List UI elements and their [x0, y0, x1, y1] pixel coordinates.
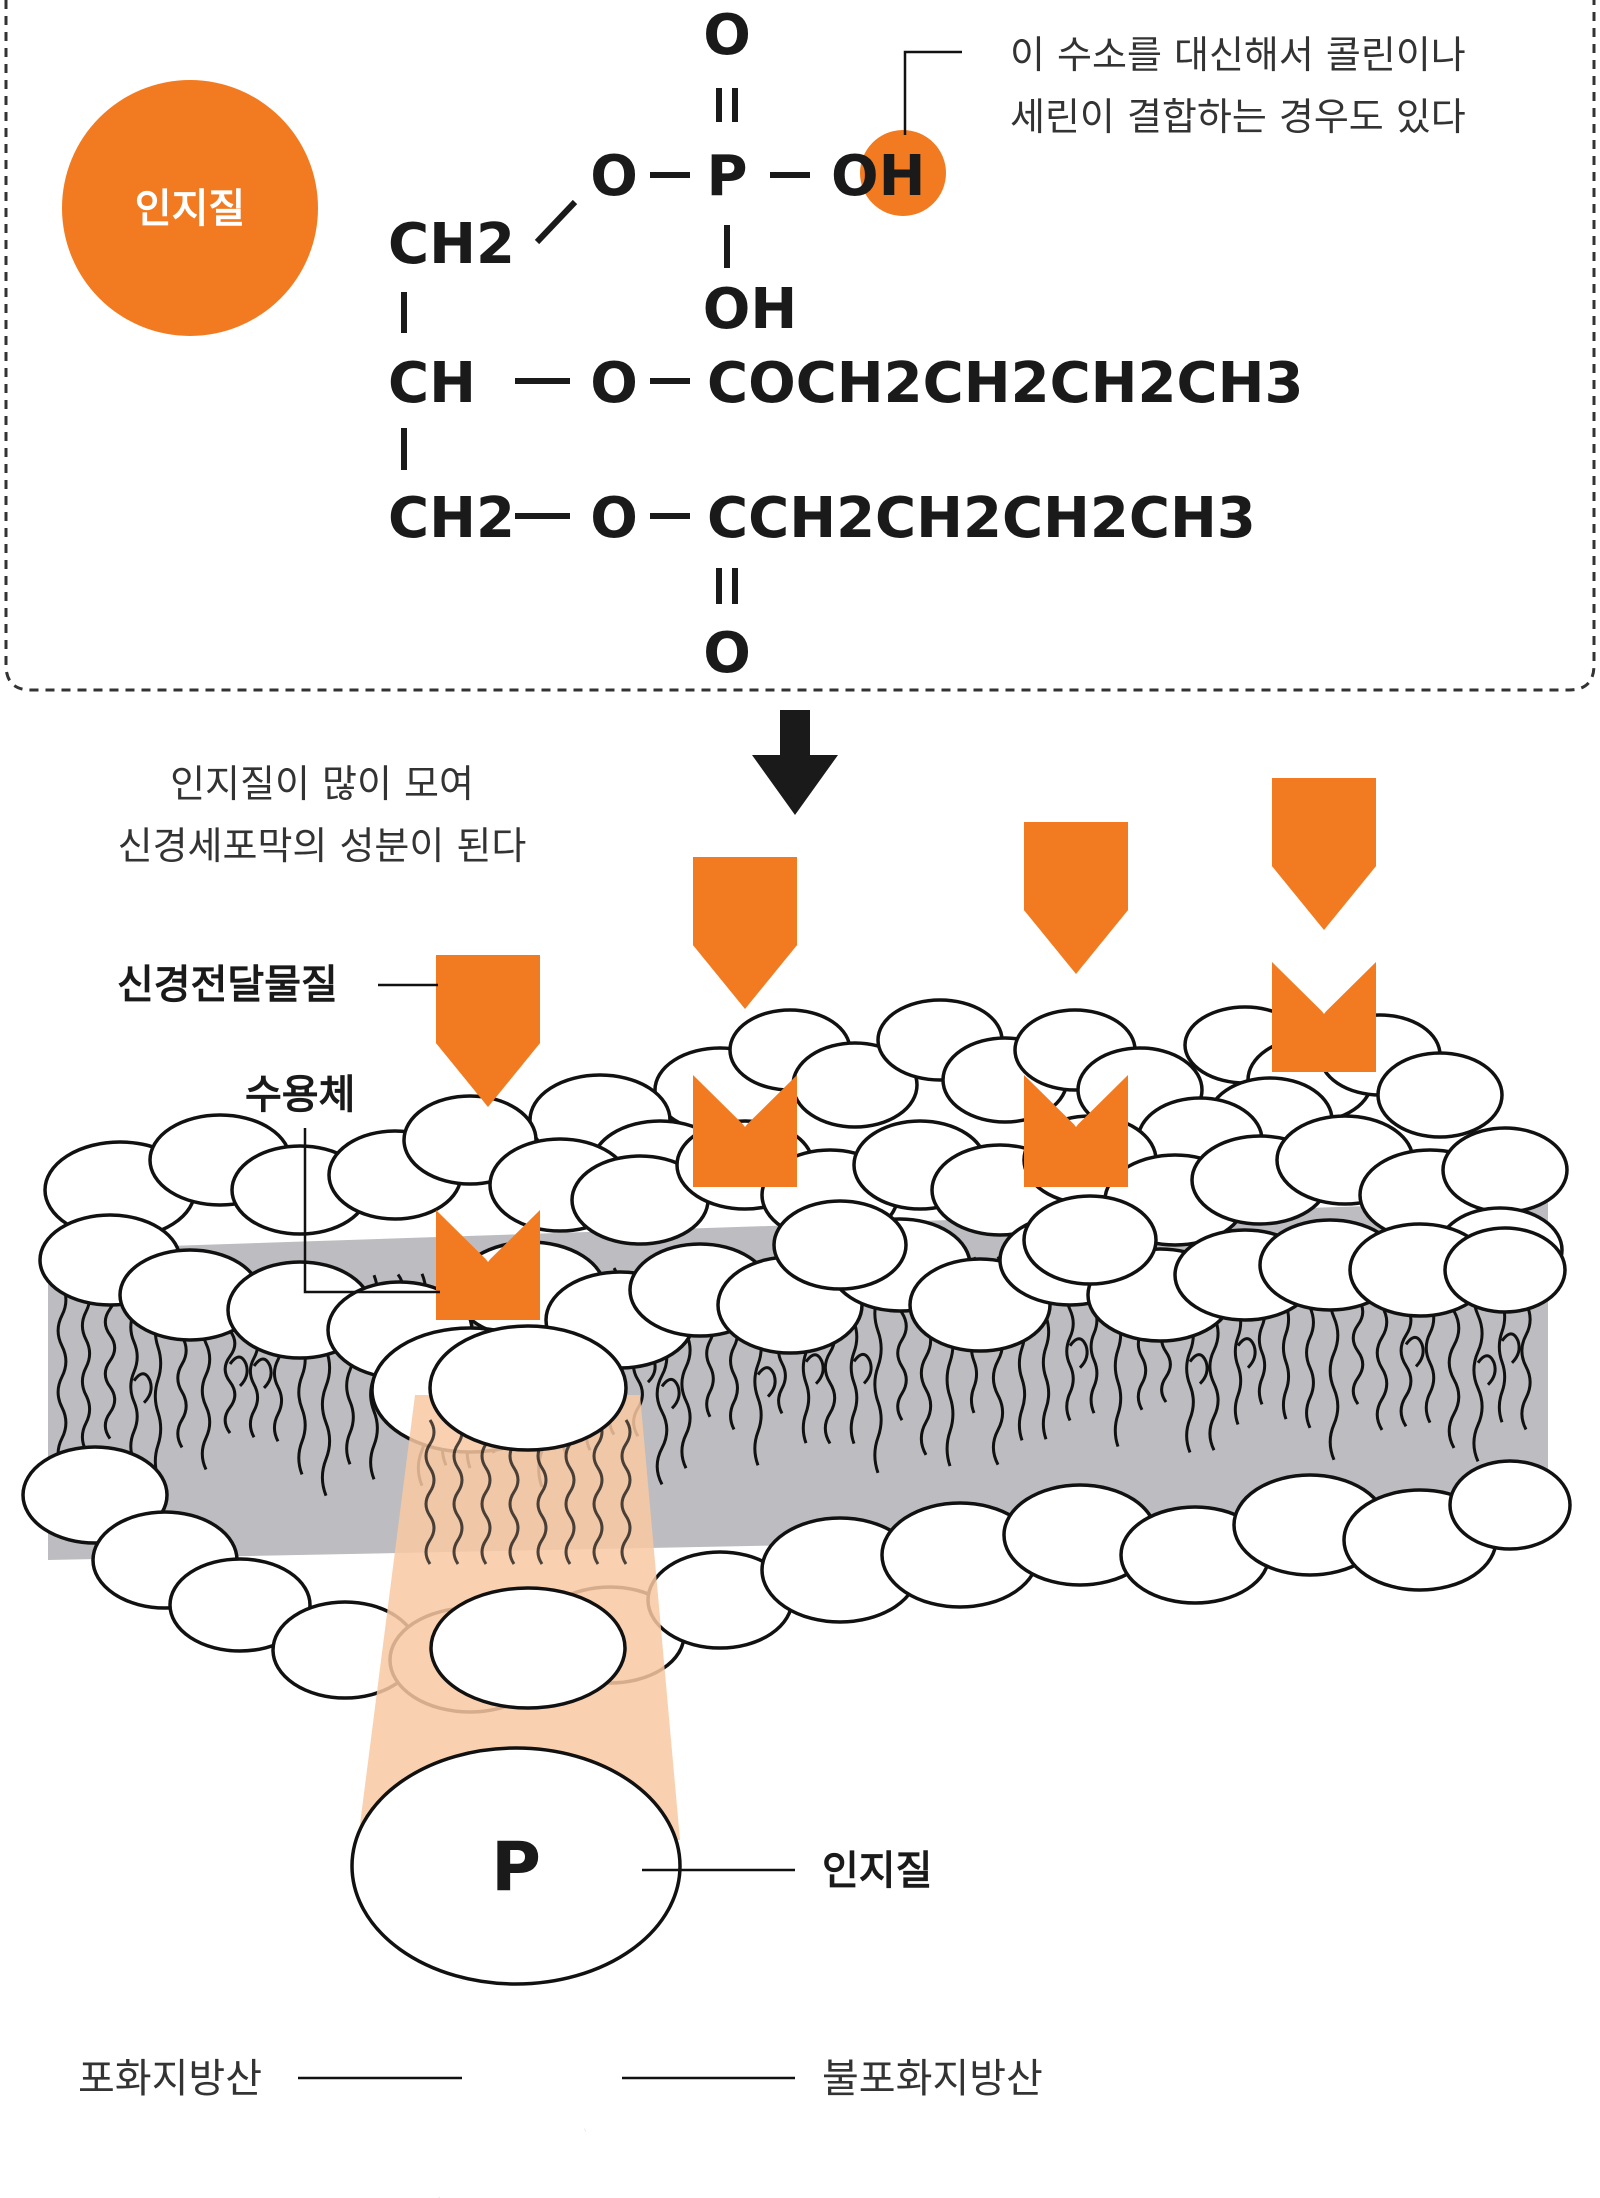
lipid-head	[1448, 1459, 1572, 1551]
hydrogen-highlight	[860, 130, 946, 216]
badge-label: 인지질	[135, 186, 245, 232]
note-leader	[903, 50, 962, 135]
lipid-tail-kink	[1404, 1335, 1425, 1368]
membrane-caption-line-1: 인지질이 많이 모여	[170, 762, 474, 806]
lipid-tail	[424, 1419, 436, 1565]
lipid-tail	[620, 1419, 632, 1565]
receptor-front	[436, 1210, 540, 1320]
hydroxyl-group: OH	[831, 144, 925, 209]
lipid-tail-kink	[756, 1366, 777, 1398]
neurotransmitter-icon	[1024, 822, 1128, 974]
lipid-head	[1022, 1194, 1158, 1286]
cell-membrane	[21, 778, 1572, 1840]
lipid-tail-kink	[852, 1352, 873, 1385]
lipid-tail-kink	[660, 1377, 681, 1410]
receptor-icon	[436, 1210, 540, 1320]
unsaturated-tail	[550, 1979, 623, 2132]
single-phospholipid: P	[350, 1746, 682, 2198]
lipid-tail-kink	[804, 1353, 825, 1385]
saturated-label: 포화지방산	[78, 2056, 262, 2102]
backbone-ch: CH	[388, 351, 476, 416]
fatty-chain-2: CCH2CH2CH2CH3	[707, 486, 1256, 551]
receptor-icon	[1272, 962, 1376, 1072]
lipid-head	[1443, 1226, 1567, 1314]
neurotransmitter-icon	[1272, 778, 1376, 930]
ester-oxygen-2: O	[590, 486, 638, 551]
phosphorus-atom: P	[706, 144, 747, 209]
saturated-tail-fill	[438, 1979, 477, 2198]
structure-box: 인지질 O O P OH OH CH2 CH CH2 O COCH2CH2CH2…	[4, 0, 1596, 692]
lipid-head	[1376, 1051, 1504, 1139]
head-label: 인지질	[822, 1848, 932, 1894]
lipid-tail-kink	[1500, 1332, 1521, 1364]
lipid-tail-kink	[132, 1372, 153, 1404]
lipid-tail-kink	[1476, 1354, 1497, 1386]
unsaturated-label: 불포화지방산	[822, 2056, 1043, 2102]
receptor-label: 수용체	[245, 1072, 355, 1118]
lipid-tail-kink	[1068, 1337, 1089, 1369]
saturated-tail	[438, 1979, 476, 2198]
highlighted-top-head	[428, 1324, 628, 1452]
receptor-leader	[303, 1128, 440, 1294]
bond-ch2-o	[534, 199, 578, 245]
lipid-tail	[80, 1283, 92, 1452]
lipid-tail-kink	[1236, 1337, 1257, 1369]
receptors-middle-row	[693, 1075, 1128, 1187]
neurotransmitter-icon	[693, 857, 797, 1009]
lipid-head	[168, 1557, 312, 1653]
lipid-head	[772, 1199, 908, 1291]
backbone-ch2-top: CH2	[388, 212, 515, 277]
phosphate-head	[350, 1746, 682, 1986]
phospholipid-badge	[62, 80, 318, 336]
membrane-caption-line-2: 신경세포막의 성분이 된다	[118, 824, 527, 868]
fatty-chain-1: COCH2CH2CH2CH3	[707, 351, 1303, 416]
phosphate-top-oxygen: O	[703, 3, 751, 68]
dashed-frame	[4, 0, 1596, 692]
lipid-head	[1441, 1126, 1569, 1214]
phosphate-ester-oxygen: O	[590, 144, 638, 209]
neurotransmitters	[436, 778, 1376, 1107]
lipid-tail-kink	[252, 1357, 273, 1390]
note-line-1: 이 수소를 대신해서 콜린이나	[1010, 33, 1466, 77]
lipid-tail	[592, 1419, 604, 1565]
note-line-2: 세린이 결합하는 경우도 있다	[1010, 95, 1466, 139]
neurotransmitter-label: 신경전달물질	[117, 962, 338, 1008]
down-arrow-icon	[752, 710, 838, 815]
neurotransmitter-icon	[436, 955, 540, 1107]
backbone-ch2-bottom: CH2	[388, 486, 515, 551]
head-symbol: P	[491, 1828, 541, 1907]
unsaturated-tail-fill	[549, 1979, 624, 2132]
receptor-icon	[1024, 1075, 1128, 1187]
structural-formula: O O P OH OH CH2 CH CH2 O COCH2CH2CH2CH3 …	[388, 3, 1303, 686]
carbonyl-oxygen: O	[703, 621, 751, 686]
receptor-icon	[693, 1075, 797, 1187]
lipid-tail	[56, 1283, 68, 1470]
ester-oxygen-1: O	[590, 351, 638, 416]
lipid-tail	[103, 1282, 117, 1440]
lipid-tail-kink	[228, 1355, 249, 1388]
highlighted-phospholipid-column	[358, 1324, 680, 1840]
lipid-tail	[452, 1419, 464, 1565]
lower-hydroxyl: OH	[703, 277, 797, 342]
highlighted-lipid-head	[429, 1586, 627, 1710]
receptors-back-row	[1272, 962, 1376, 1072]
lipid-tail-kink	[1188, 1353, 1209, 1385]
